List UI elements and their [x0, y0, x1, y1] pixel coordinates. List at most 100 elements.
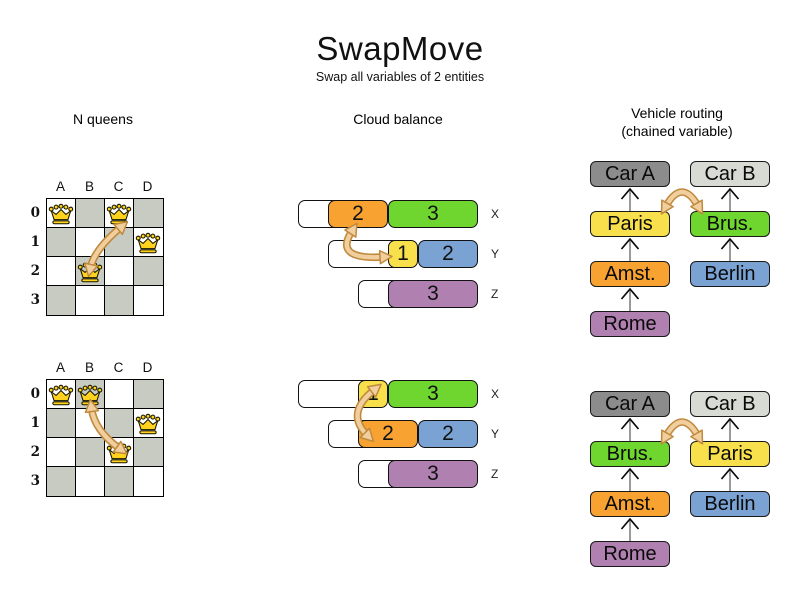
cloud-computer-label-X: X — [491, 387, 500, 401]
board-cell-B1 — [76, 409, 105, 438]
board-cell-D3 — [134, 286, 163, 315]
cloud-process-value: 3 — [427, 282, 439, 305]
vehicle-stop-brus: Brus. — [590, 441, 670, 467]
vehicle-stop-amst: Amst. — [590, 261, 670, 287]
swap-arrow — [663, 419, 701, 439]
cloud-process-value: 1 — [397, 242, 409, 265]
board-row-label: 0 — [30, 386, 40, 402]
chain-arrowhead — [620, 417, 640, 430]
board-cell-D2 — [134, 257, 163, 286]
cloud-process-block-Y-0: 1 — [388, 240, 418, 268]
vehicle-box-label: Berlin — [704, 492, 756, 515]
board-cell-A1 — [47, 228, 76, 257]
vehicle-box-label: Berlin — [704, 262, 756, 285]
vehicle-box-label: Car B — [704, 162, 756, 185]
chain-arrowhead — [620, 237, 640, 250]
queen-C0 — [106, 202, 132, 231]
cloud-balance-heading: Cloud balance — [353, 111, 443, 127]
swap-arrow-outline — [662, 418, 702, 440]
vehicle-box-label: Amst. — [604, 262, 656, 285]
queen-B0 — [77, 383, 103, 412]
vehicle-stop-paris: Paris — [690, 441, 770, 467]
board-cell-A3 — [47, 286, 76, 315]
chain-arrowhead — [620, 187, 640, 200]
cloud-process-block-X-1: 3 — [388, 200, 478, 228]
board-cell-D0 — [134, 199, 163, 228]
queen-icon — [48, 203, 74, 225]
cloud-process-value: 3 — [427, 202, 439, 225]
page-subtitle: Swap all variables of 2 entities — [315, 70, 485, 84]
cloud-process-value: 3 — [427, 382, 439, 405]
vehicle-stop-paris: Paris — [590, 211, 670, 237]
cloud-process-value: 2 — [382, 422, 394, 445]
vehicle-box-label: Paris — [607, 212, 653, 235]
board-column-label: C — [113, 179, 124, 194]
board-row-label: 3 — [30, 473, 40, 489]
swap-arrow — [663, 189, 701, 209]
board-column-label: A — [55, 360, 65, 375]
vehicle-stop-rome: Rome — [590, 541, 670, 567]
board-cell-C0 — [105, 380, 134, 409]
swap-arrow-outline — [662, 188, 702, 210]
vehicle-box-label: Amst. — [604, 492, 656, 515]
vehicle-routing-heading: Vehicle routing (chained variable) — [577, 104, 777, 140]
cloud-process-value: 1 — [367, 382, 379, 405]
board-cell-B3 — [76, 286, 105, 315]
vehicle-box-label: Rome — [603, 542, 657, 565]
vehicle-anchor-cara: Car A — [590, 391, 670, 417]
vehicle-stop-brus: Brus. — [690, 211, 770, 237]
chain-arrowhead — [720, 417, 740, 430]
cloud-process-block-X-0: 1 — [358, 380, 388, 408]
chain-arrowhead — [720, 187, 740, 200]
cloud-computer-label-X: X — [491, 207, 500, 221]
board-column-label: A — [55, 179, 65, 194]
queen-B2 — [77, 260, 103, 289]
chain-arrowhead — [620, 517, 640, 530]
board-cell-A1 — [47, 409, 76, 438]
board-cell-B0 — [76, 199, 105, 228]
cloud-process-value: 3 — [427, 462, 439, 485]
board-column-label: D — [142, 360, 153, 375]
queen-D1 — [135, 231, 161, 260]
queen-A0 — [48, 383, 74, 412]
chain-arrowhead — [720, 237, 740, 250]
cloud-process-block-Y-1: 2 — [418, 420, 478, 448]
cloud-computer-label-Y: Y — [491, 247, 500, 261]
cloud-process-value: 2 — [442, 422, 454, 445]
queen-icon — [135, 232, 161, 254]
board-cell-A2 — [47, 257, 76, 286]
vehicle-stop-rome: Rome — [590, 311, 670, 337]
board-cell-D3 — [134, 467, 163, 496]
board-column-label: D — [142, 179, 153, 194]
board-cell-C1 — [105, 409, 134, 438]
chain-arrowhead — [620, 287, 640, 300]
board-row-label: 1 — [30, 234, 40, 250]
board-cell-D2 — [134, 438, 163, 467]
vehicle-box-label: Car A — [604, 392, 656, 415]
queen-icon — [77, 261, 103, 283]
cloud-process-block-Y-1: 2 — [418, 240, 478, 268]
board-row-label: 3 — [30, 292, 40, 308]
chain-arrowhead — [620, 467, 640, 480]
cloud-process-block-X-0: 2 — [328, 200, 388, 228]
vehicle-box-label: Brus. — [606, 442, 654, 465]
nqueens-board-before — [46, 198, 164, 316]
queen-D1 — [135, 412, 161, 441]
board-cell-C1 — [105, 228, 134, 257]
vehicle-routing-heading-line1: Vehicle routing — [631, 105, 723, 121]
chain-arrowhead — [720, 467, 740, 480]
board-row-label: 0 — [30, 205, 40, 221]
board-column-label: B — [84, 179, 94, 194]
vehicle-anchor-carb: Car B — [690, 391, 770, 417]
board-cell-C2 — [105, 257, 134, 286]
board-cell-C3 — [105, 286, 134, 315]
nqueens-board-after — [46, 379, 164, 497]
cloud-computer-label-Z: Z — [491, 287, 499, 301]
cloud-process-value: 2 — [442, 242, 454, 265]
board-cell-D0 — [134, 380, 163, 409]
nqueens-heading: N queens — [73, 111, 133, 127]
vehicle-routing-heading-line2: (chained variable) — [621, 123, 733, 139]
board-cell-B2 — [76, 438, 105, 467]
queen-icon — [106, 203, 132, 225]
